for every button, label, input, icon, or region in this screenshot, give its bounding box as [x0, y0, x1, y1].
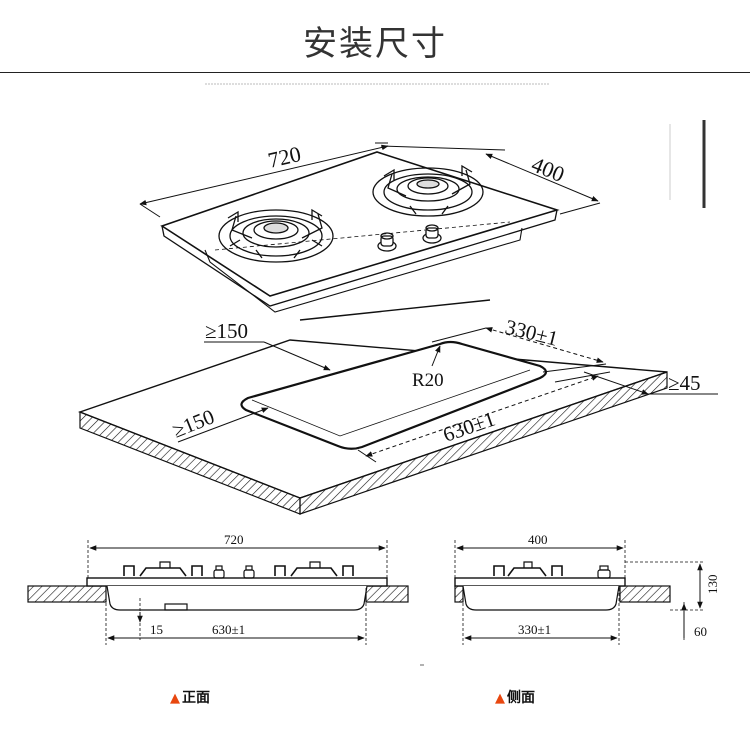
iso-cut-depth-dimension	[431, 327, 607, 373]
iso-clear-left-label: ≥150	[205, 319, 248, 343]
side-caption-text: 侧面	[507, 690, 535, 706]
iso-hob	[160, 151, 560, 313]
front-caption-text: 正面	[182, 690, 210, 706]
right-burner	[372, 164, 484, 217]
countertop	[77, 339, 668, 515]
side-caption: ▲侧面	[495, 687, 535, 707]
title-divider	[0, 72, 750, 73]
iso-clear-front-dimension	[177, 407, 269, 443]
front-caption: ▲正面	[170, 687, 210, 707]
side-cut-label: 330±1	[518, 622, 551, 637]
iso-cut-depth-label: 330±1	[503, 315, 561, 351]
side-below-label: 60	[694, 624, 707, 639]
iso-depth-dimension	[380, 145, 601, 215]
hob-base-line	[299, 299, 491, 321]
front-view	[27, 540, 409, 645]
front-width-label: 720	[224, 532, 244, 547]
front-cut-label: 630±1	[212, 622, 245, 637]
side-view	[454, 540, 704, 645]
iso-cut-width-dimension	[357, 371, 611, 463]
triangle-up-icon: ▲	[495, 691, 505, 706]
triangle-up-icon: ▲	[170, 691, 180, 706]
front-inset-label: 15	[150, 622, 163, 637]
iso-width-label: 720	[266, 141, 304, 173]
iso-clear-left-dimension	[204, 341, 331, 371]
page-title: 安装尺寸	[303, 24, 447, 64]
iso-width-dimension	[139, 142, 389, 218]
iso-depth-label: 400	[528, 151, 568, 187]
iso-clear-back-dimension	[583, 371, 718, 395]
iso-radius-leader	[431, 345, 441, 367]
side-depth-label: 400	[528, 532, 548, 547]
side-height-label: 130	[705, 575, 720, 595]
iso-clear-back-label: ≥45	[668, 371, 701, 395]
left-burner	[218, 208, 334, 263]
control-knobs	[377, 224, 442, 252]
iso-radius-label: R20	[412, 370, 444, 391]
